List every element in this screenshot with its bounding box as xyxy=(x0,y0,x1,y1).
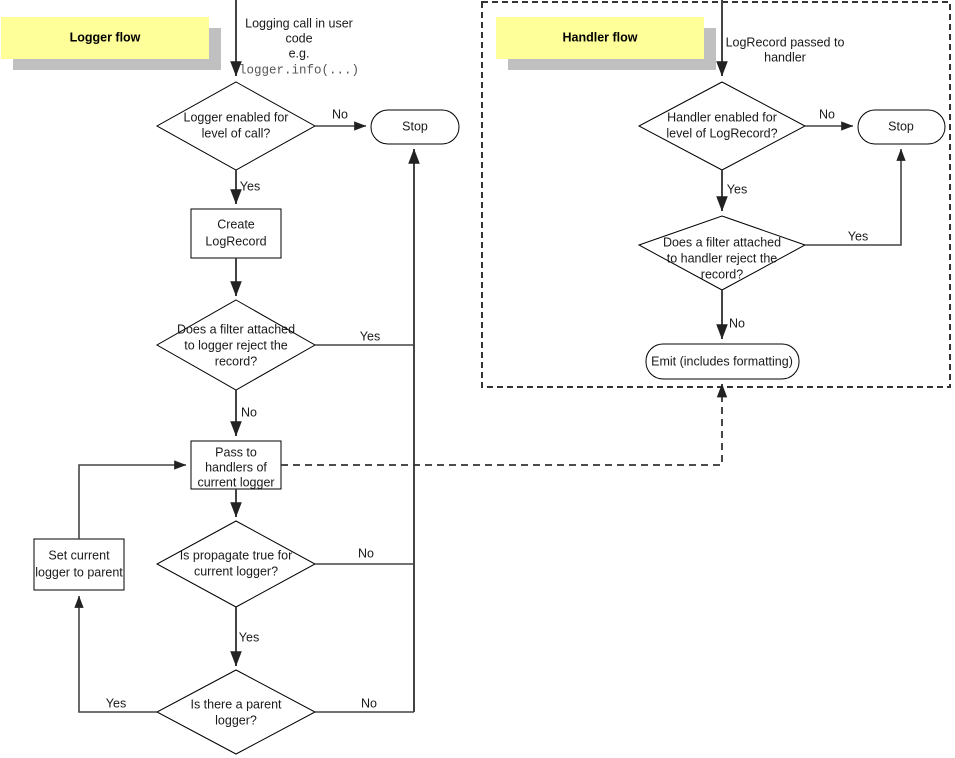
edge-label-logger-filter-yes: Yes xyxy=(360,329,380,343)
node-pass-to-handlers: Pass to handlers of current logger xyxy=(190,440,282,490)
handler-legend-label: Handler flow xyxy=(562,30,637,44)
node-logger-filter: Does a filter attached to logger reject … xyxy=(155,299,317,391)
logger-enabled-label-line1: Logger enabled for xyxy=(184,110,289,124)
logger-entry-caption-line1: Logging call in user xyxy=(245,16,353,30)
edge-label-logger-enabled-no: No xyxy=(332,107,348,121)
node-logger-stop: Stop xyxy=(370,109,460,145)
handler-stop-shape xyxy=(857,109,946,145)
is-parent-label-line1: Is there a parent xyxy=(190,697,282,711)
logger-entry-caption: Logging call in user code e.g. logger.in… xyxy=(239,16,359,77)
handler-entry-caption-line2: handler xyxy=(764,50,806,64)
handler-flow-group-box xyxy=(481,1,951,388)
is-propagate-label-line2: current logger? xyxy=(194,564,278,578)
logger-filter-label-line2: to logger reject the xyxy=(184,338,288,352)
handler-flow-legend: Handler flow xyxy=(496,17,716,70)
edge-label-logger-filter-no: No xyxy=(241,405,257,419)
pass-to-handlers-label-line3: current logger xyxy=(197,475,274,489)
handler-filter-label-line2: to handler reject the xyxy=(667,251,778,265)
edge-handler-filter-yes xyxy=(805,148,906,246)
create-logrecord-box xyxy=(190,208,282,259)
node-emit: Emit (includes formatting) xyxy=(645,343,800,380)
create-logrecord-label-line2: LogRecord xyxy=(205,234,266,248)
edge-label-handler-filter-no: No xyxy=(729,316,745,330)
node-is-parent: Is there a parent logger? xyxy=(155,669,317,755)
set-current-logger-label-line2: logger to parent xyxy=(35,565,123,579)
is-parent-label-line2: logger? xyxy=(215,713,257,727)
pass-to-handlers-label-line2: handlers of xyxy=(205,460,267,474)
logger-filter-label-line3: record? xyxy=(215,354,257,368)
logger-legend-box xyxy=(1,17,209,59)
node-handler-enabled: Handler enabled for level of LogRecord? xyxy=(637,81,807,171)
edge-label-logger-enabled-yes: Yes xyxy=(240,179,260,193)
pass-to-handlers-label-line1: Pass to xyxy=(215,445,257,459)
node-create-logrecord: Create LogRecord xyxy=(190,208,282,259)
handler-enabled-label-line1: Handler enabled for xyxy=(667,110,777,124)
edge-label-is-propagate-no: No xyxy=(358,546,374,560)
logger-legend-label: Logger flow xyxy=(70,30,141,44)
logger-enabled-label-line2: level of call? xyxy=(202,126,271,140)
logger-stop-shape xyxy=(370,109,460,145)
handler-filter-label-line3: record? xyxy=(701,267,743,281)
logger-entry-caption-line2: code xyxy=(285,31,312,45)
pass-to-handlers-box xyxy=(190,440,282,490)
logger-entry-caption-line3: e.g. xyxy=(289,46,310,60)
handler-entry-caption-line1: LogRecord passed to xyxy=(726,35,845,49)
node-handler-filter: Does a filter attached to handler reject… xyxy=(637,215,807,291)
logger-entry-caption-code: logger.info(...) xyxy=(239,63,359,77)
handler-filter-label-line1: Does a filter attached xyxy=(663,235,781,249)
node-is-propagate: Is propagate true for current logger? xyxy=(155,520,317,608)
edge-label-is-propagate-yes: Yes xyxy=(239,630,259,644)
edge-pass-to-handlers-to-emit xyxy=(281,383,728,466)
node-logger-enabled: Logger enabled for level of call? xyxy=(155,81,317,171)
edge-label-is-parent-no: No xyxy=(361,696,377,710)
emit-shape xyxy=(645,343,800,380)
edge-is-parent-yes xyxy=(74,595,157,713)
handler-stop-label: Stop xyxy=(888,119,914,133)
edge-label-handler-filter-yes: Yes xyxy=(848,229,868,243)
edge-label-handler-enabled-no: No xyxy=(819,107,835,121)
is-propagate-label-line1: Is propagate true for xyxy=(180,548,293,562)
edge-label-is-parent-yes: Yes xyxy=(106,696,126,710)
node-set-current-logger: Set current logger to parent xyxy=(33,538,125,591)
is-parent-diamond xyxy=(155,669,317,755)
handler-entry-caption: LogRecord passed to handler xyxy=(726,35,845,64)
edge-label-handler-enabled-yes: Yes xyxy=(727,182,747,196)
logger-flow-legend: Logger flow xyxy=(1,17,221,70)
logger-filter-label-line1: Does a filter attached xyxy=(177,322,295,336)
logger-stop-label: Stop xyxy=(402,119,428,133)
handler-legend-box xyxy=(496,17,704,59)
set-current-logger-box xyxy=(33,538,125,591)
emit-label: Emit (includes formatting) xyxy=(651,354,793,368)
set-current-logger-label-line1: Set current xyxy=(48,548,110,562)
edge-set-current-logger-to-pass xyxy=(78,460,187,539)
create-logrecord-label-line1: Create xyxy=(217,217,255,231)
node-handler-stop: Stop xyxy=(857,109,946,145)
handler-enabled-label-line2: level of LogRecord? xyxy=(666,126,777,140)
